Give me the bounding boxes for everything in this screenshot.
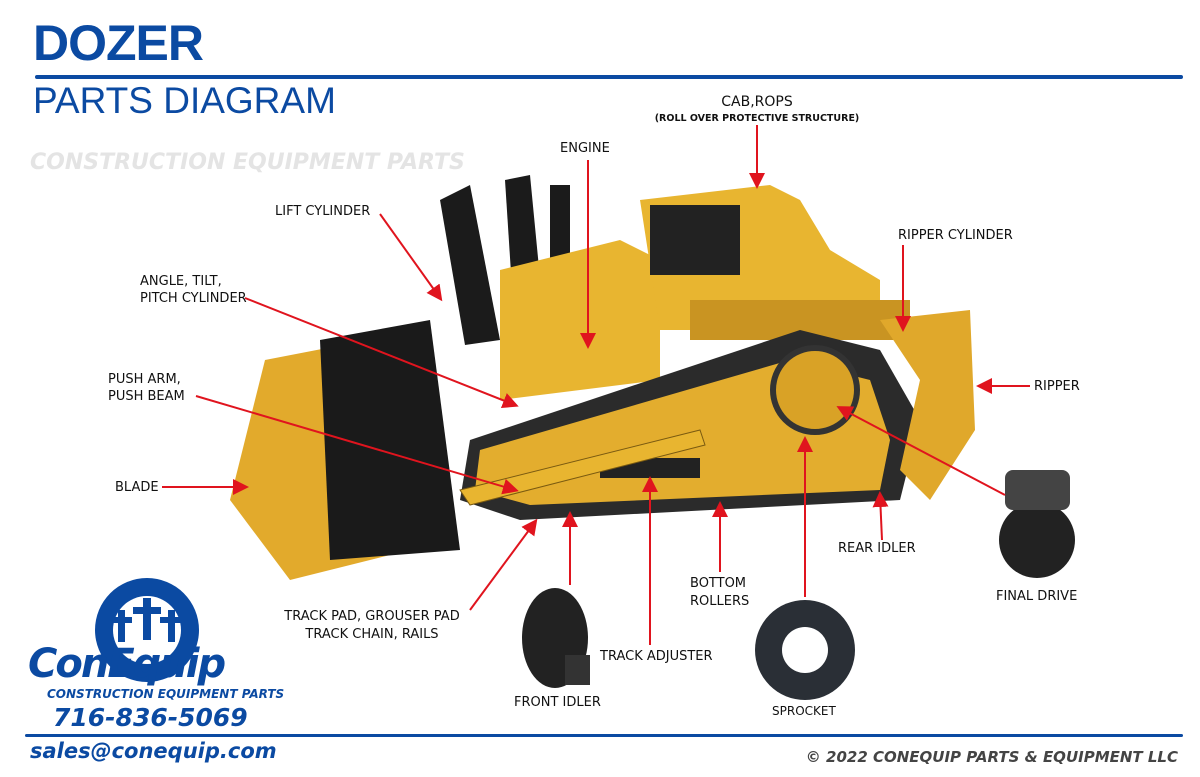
ripper bbox=[880, 310, 975, 500]
label-blade: BLADE bbox=[115, 480, 159, 495]
label-track-2: TRACK CHAIN, RAILS bbox=[305, 627, 439, 642]
footer-divider bbox=[25, 734, 1183, 737]
final-drive-part bbox=[999, 502, 1075, 578]
label-push-2: PUSH BEAM bbox=[108, 389, 185, 404]
engine-hood bbox=[500, 240, 660, 400]
page-title: DOZER bbox=[33, 15, 204, 71]
label-ripper: RIPPER bbox=[1034, 379, 1080, 394]
label-sprocket: SPROCKET bbox=[772, 704, 836, 718]
label-ripper-cylinder: RIPPER CYLINDER bbox=[898, 228, 1013, 243]
push-arm bbox=[459, 429, 706, 506]
brand-phone[interactable]: 716-836-5069 bbox=[53, 703, 248, 732]
label-track-adjuster: TRACK ADJUSTER bbox=[600, 649, 713, 664]
sprocket-wheel bbox=[770, 345, 860, 435]
brand-email[interactable]: sales@conequip.com bbox=[30, 739, 277, 763]
label-track-1: TRACK PAD, GROUSER PAD bbox=[284, 609, 460, 624]
label-engine: ENGINE bbox=[560, 141, 610, 156]
pointer-arrows bbox=[162, 125, 1030, 645]
label-cab-sub: (ROLL OVER PROTECTIVE STRUCTURE) bbox=[654, 113, 860, 124]
brand-tagline: CONSTRUCTION EQUIPMENT PARTS bbox=[47, 687, 285, 701]
label-lift-cylinder: LIFT CYLINDER bbox=[275, 204, 371, 219]
page-subtitle: PARTS DIAGRAM bbox=[33, 80, 336, 121]
brand-logo-name: ConEquip bbox=[28, 641, 226, 687]
label-cab: CAB,ROPS bbox=[721, 94, 793, 110]
label-bottom-2: ROLLERS bbox=[690, 594, 750, 609]
label-front-idler: FRONT IDLER bbox=[514, 695, 601, 710]
label-angle-1: ANGLE, TILT, bbox=[140, 274, 222, 289]
header-divider bbox=[35, 75, 1183, 79]
label-push-1: PUSH ARM, bbox=[108, 372, 181, 387]
copyright: © 2022 CONEQUIP PARTS & EQUIPMENT LLC bbox=[805, 748, 1178, 766]
logo-gear-icon bbox=[95, 578, 199, 682]
label-final-drive: FINAL DRIVE bbox=[996, 589, 1078, 604]
lift-cylinder bbox=[440, 185, 500, 345]
label-rear-idler: REAR IDLER bbox=[838, 541, 916, 556]
label-angle-2: PITCH CYLINDER bbox=[140, 291, 247, 306]
label-bottom-1: BOTTOM bbox=[690, 576, 747, 591]
watermark: CONSTRUCTION EQUIPMENT PARTS bbox=[30, 150, 465, 175]
